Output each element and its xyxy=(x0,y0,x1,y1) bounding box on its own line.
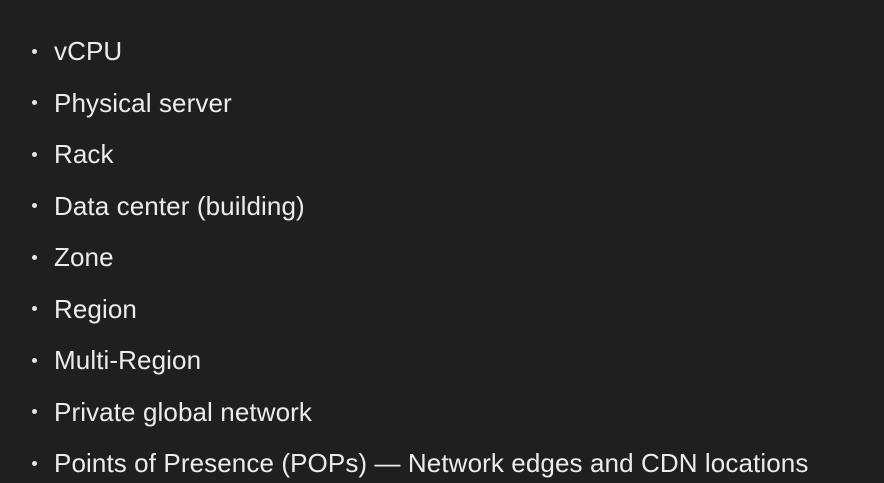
bullet-text: Physical server xyxy=(54,87,232,118)
bullet-text: Region xyxy=(54,293,137,324)
bullet-text: vCPU xyxy=(54,36,123,67)
bullet-dot-icon xyxy=(32,306,37,312)
bullet-text: Zone xyxy=(54,242,114,273)
bullet-text: Multi-Region xyxy=(54,345,202,376)
bullet-dot-icon xyxy=(32,203,37,209)
bullet-dot-icon xyxy=(32,460,37,466)
bullet-text: Private global network xyxy=(54,396,312,427)
bullet-dot-icon xyxy=(32,100,37,106)
bullet-text: Data center (building) xyxy=(54,190,305,221)
bullet-text: Points of Presence (POPs) — Network edge… xyxy=(54,448,809,479)
bullet-dot-icon xyxy=(32,357,37,363)
bullet-dot-icon xyxy=(32,151,37,157)
bullet-dot-icon xyxy=(32,409,37,415)
bullet-dot-icon xyxy=(32,254,37,260)
bullet-text: Rack xyxy=(54,139,114,170)
bullet-dot-icon xyxy=(32,48,37,54)
